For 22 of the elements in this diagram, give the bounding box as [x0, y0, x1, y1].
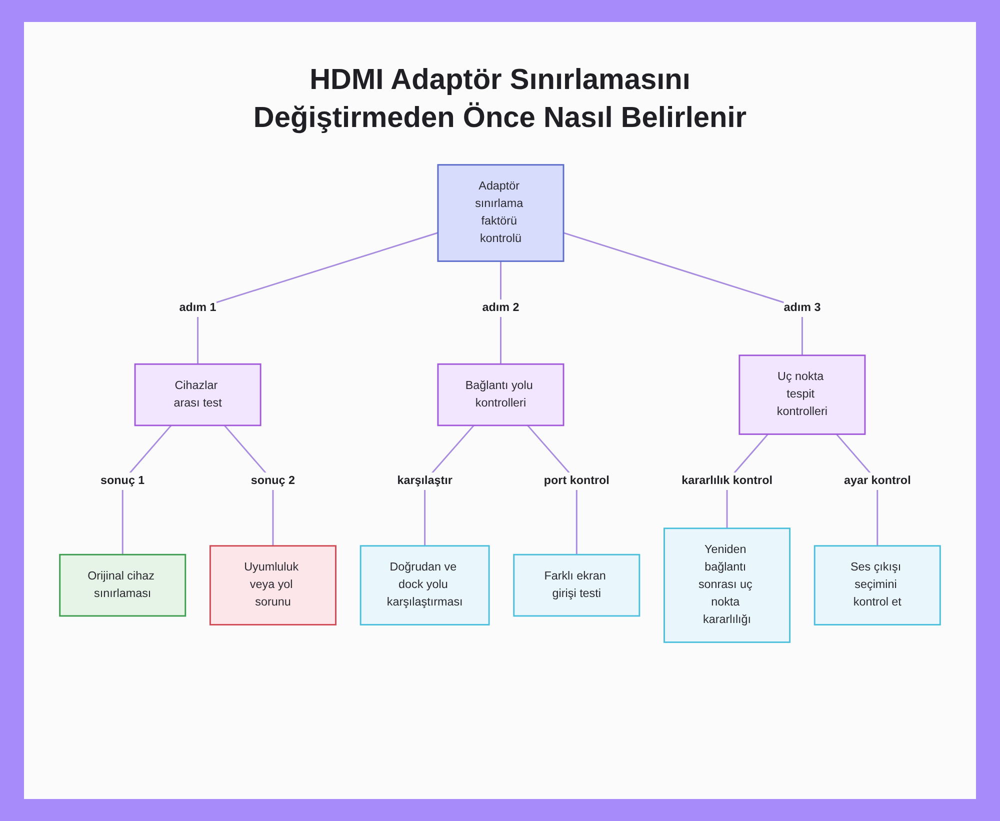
- edge-label: adım 3: [784, 300, 821, 318]
- process-box: Bağlantı yolu kontrolleri: [437, 364, 564, 427]
- process-box: Ses çıkışı seçimini kontrol et: [814, 546, 941, 626]
- connector-line: [197, 232, 438, 364]
- process-box: Adaptör sınırlama faktörü kontrolü: [437, 164, 564, 262]
- edge-label: kararlılık kontrol: [682, 472, 772, 490]
- process-box: Cihazlar arası test: [134, 364, 262, 427]
- process-box: Orijinal cihaz sınırlaması: [59, 554, 186, 618]
- edge-label: karşılaştır: [397, 472, 452, 490]
- process-box: Uyumluluk veya yol sorunu: [209, 546, 336, 626]
- edge-label: port kontrol: [544, 472, 610, 490]
- connector-line: [563, 232, 803, 356]
- process-box: Doğrudan ve dock yolu karşılaştırması: [360, 546, 490, 626]
- process-box: Yeniden bağlantı sonrası uç nokta kararlılığı: [664, 528, 791, 644]
- edge-label: adım 2: [482, 300, 520, 318]
- edge-label: sonuç 1: [100, 472, 145, 490]
- edge-label: sonuç 2: [250, 472, 296, 490]
- edge-label: ayar kontrol: [844, 472, 911, 490]
- edge-label: adım 1: [179, 300, 216, 318]
- diagram-title: HDMI Adaptör Sınırlamasını Değiştirmeden Önce Nasıl Belirlenir: [252, 63, 748, 136]
- process-box: Uç nokta tespit kontrolleri: [738, 355, 866, 436]
- process-box: Farklı ekran girişi testi: [513, 554, 640, 618]
